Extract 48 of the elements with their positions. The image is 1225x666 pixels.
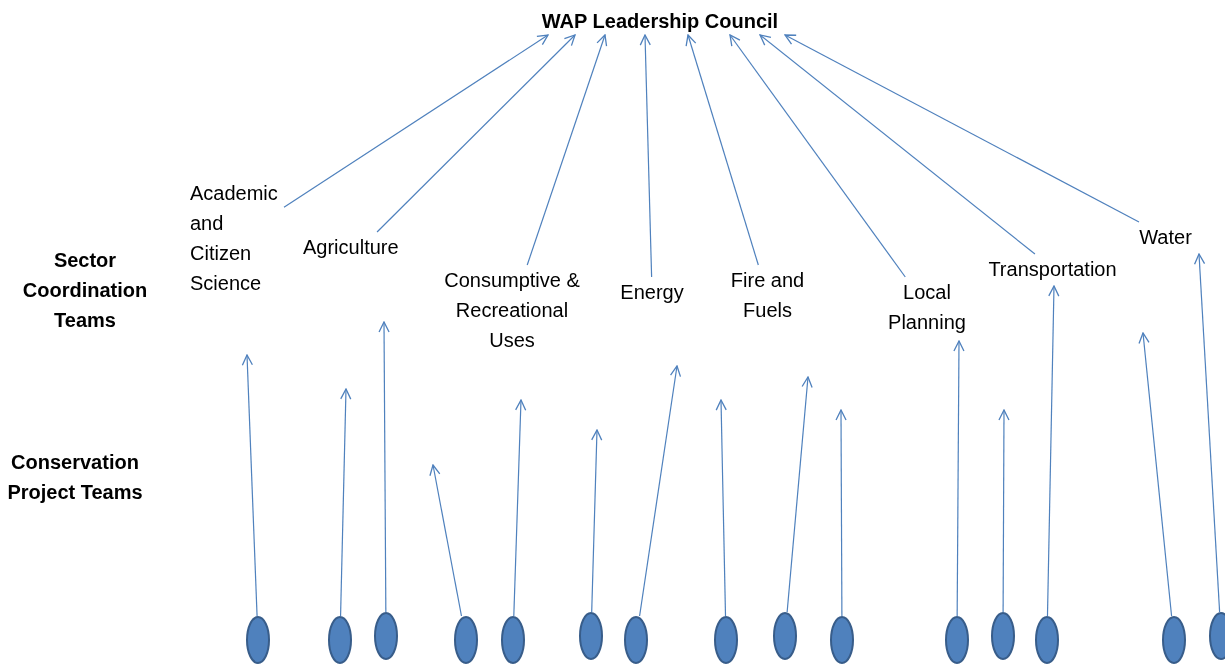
- arrow: [715, 399, 727, 617]
- oval-marker: [945, 616, 969, 664]
- arrow: [835, 409, 847, 617]
- arrow: [685, 34, 759, 266]
- sector-team-label: Academic and Citizen Science: [190, 178, 284, 298]
- sector-team-label: Local Planning: [882, 277, 972, 337]
- arrow: [639, 365, 682, 617]
- oval-marker: [328, 616, 352, 664]
- sector-team-label: Transportation: [970, 254, 1135, 284]
- oval-marker: [624, 616, 648, 664]
- arrow: [639, 34, 653, 278]
- arrow: [429, 464, 463, 617]
- arrow: [591, 429, 603, 613]
- oval-marker: [1162, 616, 1186, 664]
- oval-marker: [714, 616, 738, 664]
- arrow: [378, 321, 390, 613]
- arrow: [283, 34, 549, 208]
- arrow: [759, 34, 1036, 255]
- arrow: [1138, 332, 1173, 617]
- arrow: [513, 399, 527, 617]
- arrow: [241, 354, 258, 617]
- oval-marker: [579, 612, 603, 660]
- sector-team-label: Consumptive & Recreational Uses: [436, 265, 588, 355]
- arrow: [786, 376, 813, 613]
- oval-marker: [454, 616, 478, 664]
- arrow: [729, 34, 906, 278]
- sector-team-label: Energy: [612, 277, 692, 307]
- oval-marker: [246, 616, 270, 664]
- arrow: [1193, 253, 1221, 613]
- sector-team-label: Water: [1128, 222, 1203, 252]
- oval-marker: [501, 616, 525, 664]
- arrow: [376, 34, 576, 233]
- sector-team-label: Fire and Fuels: [720, 265, 815, 325]
- sector-team-label: Agriculture: [303, 232, 423, 262]
- arrow: [1046, 285, 1060, 617]
- arrow: [998, 409, 1010, 613]
- arrow: [339, 388, 352, 617]
- oval-marker: [991, 612, 1015, 660]
- council-title: WAP Leadership Council: [520, 6, 800, 36]
- tier-heading: Sector Coordination Teams: [21, 248, 149, 333]
- arrow: [784, 34, 1140, 223]
- tier-heading: Conservation Project Teams: [6, 450, 144, 505]
- oval-marker: [773, 612, 797, 660]
- oval-marker: [830, 616, 854, 664]
- arrow: [953, 340, 965, 617]
- arrow: [526, 34, 608, 266]
- oval-marker: [374, 612, 398, 660]
- oval-marker: [1035, 616, 1059, 664]
